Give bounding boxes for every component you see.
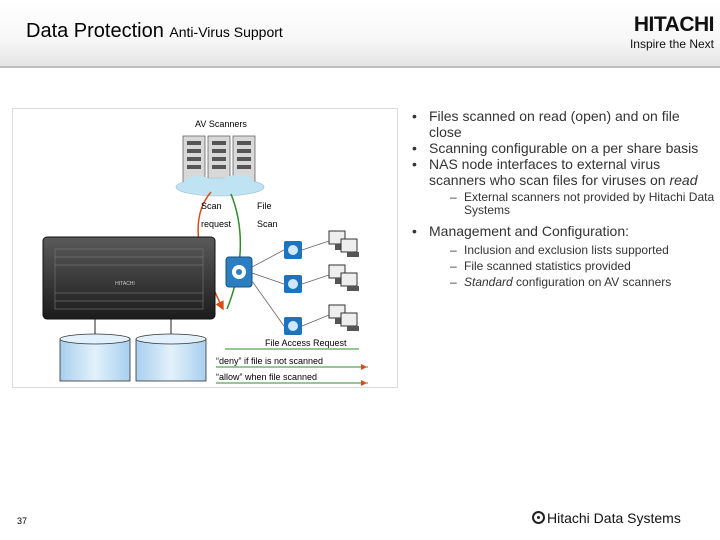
client-links [251,240,330,327]
disk-volume-icon [135,333,207,382]
client-hubs [284,241,302,335]
bullet-marker: • [412,140,417,156]
av-scanners-label: AV Scanners [195,119,247,129]
hub-icon [284,241,302,259]
dash-marker: – [450,243,457,257]
sub-bullet-text: Inclusion and exclusion lists supported [464,243,669,257]
sub-bullet-item: –Inclusion and exclusion lists supported [404,244,716,257]
svg-text:HITACHI: HITACHI [115,281,135,287]
server-icon [182,135,206,183]
diagram-canvas: AV Scanners Scan request File Sca [42,119,368,386]
bullet-text: NAS node interfaces to external virus sc… [429,156,670,188]
logo-tagline: Inspire the Next [629,37,714,51]
switch-icon [225,256,253,288]
workstation-icon [340,238,359,257]
dash-marker: – [450,259,457,273]
file-access-request-label: File Access Request [265,338,347,348]
server-icon [207,135,231,183]
hitachi-logo: HITACHI Inspire the Next [596,13,715,56]
av-scanner-servers [182,135,256,183]
bullet-item: • Files scanned on read (open) and on fil… [404,108,716,140]
disk-volume-icon [59,333,131,382]
bullet-item: • Scanning configurable on a per share ba… [404,140,716,156]
workstation-icon [340,272,359,291]
deny-arrowhead [361,364,367,370]
sub-bullet-item: –Standard configuration on AV scanners [404,276,716,289]
allow-arrowhead [361,380,367,386]
slide-title: Data Protection Anti-Virus Support [26,20,283,43]
bullet-text: Management and Configuration: [429,223,630,239]
header-divider [0,66,720,68]
dash-marker: – [450,190,457,204]
server-icon [232,135,256,183]
allow-label: “allow” when file scanned [216,372,317,382]
header-bar [0,0,720,66]
dash-marker: – [450,275,457,289]
bullet-list: • Files scanned on read (open) and on fil… [404,108,716,289]
page-number: 37 [17,516,28,526]
sub-bullet-text: External scanners not provided by Hitach… [464,190,715,217]
sub-bullet-text: configuration on AV scanners [512,275,672,289]
scan-label-2: Scan [257,219,278,229]
sub-bullet-italic-text: Standard [464,275,513,289]
hub-icon [284,275,302,293]
bullet-marker: • [412,156,417,172]
subtitle-text: Anti-Virus Support [169,24,283,40]
sub-bullet-item: –File scanned statistics provided [404,260,716,273]
bullet-item: • NAS node interfaces to external virus s… [404,156,716,188]
hub-icon [284,317,302,335]
av-architecture-diagram: AV Scanners Scan request File Sca [12,108,398,388]
logo-wordmark: HITACHI [633,13,715,36]
sub-bullet-item: –External scanners not provided by Hitac… [404,191,716,217]
bullet-item: • Management and Configuration: [404,223,716,239]
bullet-text: Scanning configurable on a per share bas… [429,140,699,156]
network-cloud-icon [175,175,265,197]
bullet-text: Files scanned on read (open) and on file… [429,108,680,140]
nas-storage-array-icon: HITACHI [42,236,216,320]
sub-bullet-text: File scanned statistics provided [464,259,631,273]
request-label: request [201,219,232,229]
disk-storage [59,319,207,382]
scan-label: Scan [201,201,222,211]
file-scan-arrow [226,193,242,310]
client-workstations [328,230,359,331]
title-text: Data Protection [26,20,164,42]
deny-label: “deny” if file is not scanned [216,356,323,366]
footer-company-name: Hitachi Data Systems [547,510,681,526]
file-label: File [257,201,272,211]
footer-company-logo: Hitachi Data Systems [532,510,681,526]
hitachi-mark-icon [532,511,545,524]
bullet-marker: • [412,223,417,239]
bullet-marker: • [412,108,417,124]
bullet-italic-text: read [669,172,698,188]
workstation-icon [340,312,359,331]
